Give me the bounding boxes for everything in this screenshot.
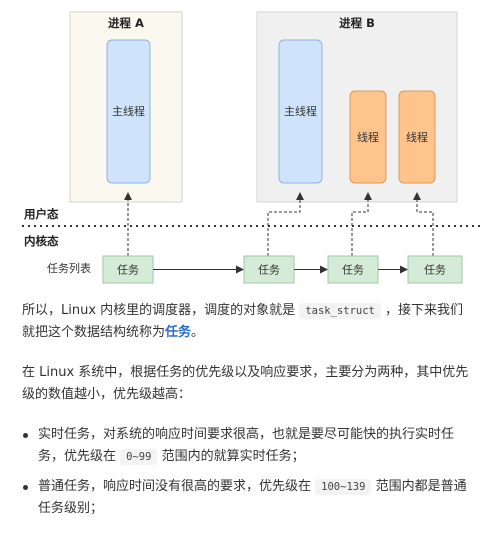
link-b-thread-1 — [351, 192, 372, 256]
process-b-main-thread-label: 主线程 — [284, 104, 317, 118]
process-b-thread-2: 线程 — [398, 90, 436, 184]
para2-text: 在 Linux 系统中，根据任务的优先级以及响应要求，主要分为两种，其中优先级的… — [22, 365, 469, 402]
bullet-2-text-before: 普通任务，响应时间没有很高的要求，优先级在 — [38, 479, 312, 494]
process-a-main-thread: 主线程 — [106, 39, 151, 184]
task-node-3: 任务 — [327, 255, 379, 284]
task-node-3-label: 任务 — [342, 264, 364, 277]
bullet-1-text-after: 范围内的就算实时任务； — [161, 449, 305, 464]
para1-text-end: 。 — [191, 325, 205, 340]
bullet-dot-icon — [23, 433, 28, 438]
para1-text-before: 所以，Linux 内核里的调度器，调度的对象就是 — [22, 303, 296, 318]
task-type-list: 实时任务，对系统的响应时间要求很高，也就是要尽可能快的执行实时任务，优先级在 0… — [22, 424, 472, 520]
link-b-main-thread — [267, 192, 304, 256]
task-node-2-label: 任务 — [258, 264, 280, 277]
process-b-title: 进程 B — [339, 16, 375, 30]
paragraph-task-types: 在 Linux 系统中，根据任务的优先级以及响应要求，主要分为两种，其中优先级的… — [22, 362, 470, 406]
process-b-thread-1-label: 线程 — [357, 130, 379, 144]
paragraph-scheduler: 所以，Linux 内核里的调度器，调度的对象就是 task_struct ，接下… — [22, 300, 470, 344]
task-struct-code: task_struct — [299, 303, 381, 319]
task-highlight: 任务 — [165, 325, 192, 340]
task-node-1-label: 任务 — [117, 264, 139, 277]
kernel-space-label: 内核态 — [24, 234, 59, 248]
bullet-dot-icon — [23, 485, 28, 490]
task-list-label: 任务列表 — [47, 261, 91, 275]
process-b-thread-1: 线程 — [349, 90, 387, 184]
bullet-1-text-before: 实时任务，对系统的响应时间要求很高，也就是要尽可能快的执行实时任务，优先级在 — [38, 427, 455, 464]
para1-text-after: ，接下来我们就把这个数据结构统称为 — [22, 303, 464, 340]
task-node-4-label: 任务 — [424, 264, 446, 277]
task-node-2: 任务 — [243, 255, 295, 284]
process-thread-task-diagram: 进程 A 主线程 进程 B 主线程 线程 线程 用户态 内核态 任务列表 任务 … — [22, 11, 480, 284]
user-space-label: 用户态 — [23, 207, 59, 221]
bullet-2-text-after: 范围内都是普通任务级别； — [38, 479, 467, 516]
task-node-4: 任务 — [407, 255, 463, 284]
task-node-1: 任务 — [102, 255, 154, 284]
process-a-main-thread-label: 主线程 — [112, 104, 145, 118]
link-b-thread-2 — [413, 192, 434, 256]
bullet-2-code: 100~139 — [315, 479, 372, 495]
process-b-main-thread: 主线程 — [278, 39, 323, 184]
bullet-1-code: 0~99 — [120, 449, 158, 465]
list-item: 普通任务，响应时间没有很高的要求，优先级在 100~139 范围内都是普通任务级… — [22, 476, 472, 520]
process-b-thread-2-label: 线程 — [406, 130, 428, 144]
list-item: 实时任务，对系统的响应时间要求很高，也就是要尽可能快的执行实时任务，优先级在 0… — [22, 424, 472, 468]
process-a-title: 进程 A — [108, 16, 144, 30]
